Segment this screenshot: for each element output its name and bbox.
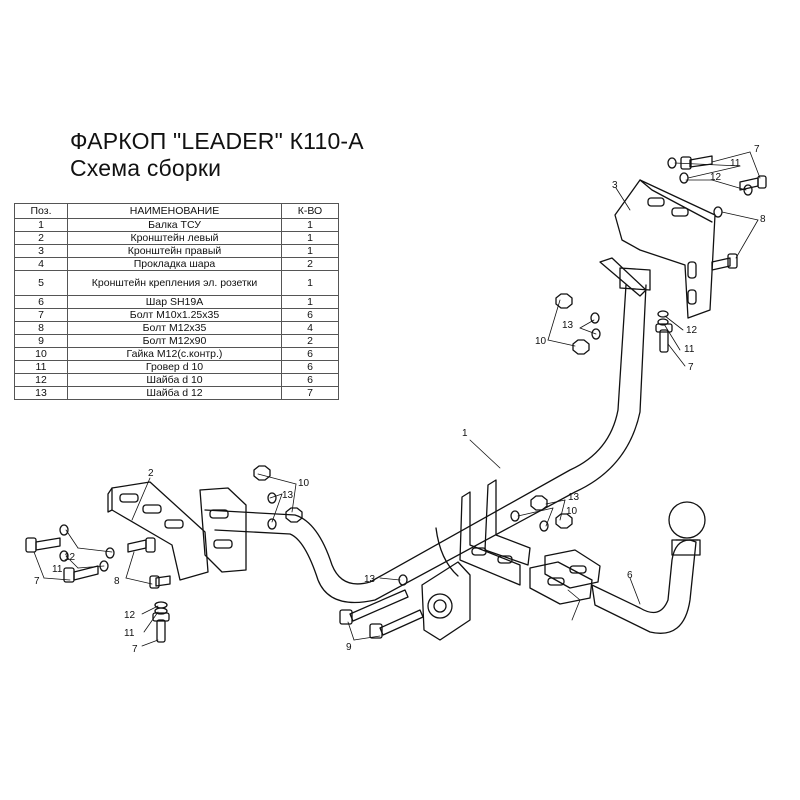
callout-11: 11 (684, 344, 695, 355)
callout-10: 10 (298, 478, 310, 489)
callout-8: 8 (114, 576, 120, 587)
callout-2: 2 (148, 468, 154, 479)
bolts (25, 155, 767, 643)
left-bracket (107, 481, 209, 581)
leader-lines (33, 151, 761, 647)
tow-bar-beam (204, 257, 651, 604)
callout-12: 12 (64, 552, 76, 563)
beam-left-flange (199, 487, 247, 573)
callout-6: 6 (627, 570, 633, 581)
ball-spacer-plates (529, 549, 601, 605)
callout-7: 7 (688, 362, 694, 373)
callout-9: 9 (346, 642, 352, 653)
callout-7: 7 (34, 576, 40, 587)
callout-1: 1 (462, 428, 468, 439)
callout-13: 13 (364, 574, 376, 585)
callout-13: 13 (562, 320, 574, 331)
callout-11: 11 (124, 628, 135, 639)
callout-12: 12 (710, 172, 722, 183)
row-name: Шайба d 12 (67, 386, 282, 400)
title-line-2: Схема сборки (70, 155, 222, 181)
header-pos: Поз. (14, 203, 68, 219)
callout-7: 7 (754, 144, 760, 155)
right-bracket (614, 179, 716, 319)
callout-3: 3 (612, 180, 618, 191)
parts-table-header: Поз. НАИМЕНОВАНИЕ К-ВО (14, 203, 339, 219)
row-name: Кронштейн крепления эл. розетки (67, 270, 282, 296)
row-name: Гровер d 10 (67, 360, 282, 374)
callout-11: 11 (52, 564, 63, 575)
row-name: Кронштейн левый (67, 231, 282, 245)
row-name: Гайка М12(с.контр.) (67, 347, 282, 361)
callout-10: 10 (535, 336, 547, 347)
row-qty: 7 (281, 386, 339, 400)
title-line-1: ФАРКОП "LEADER" К110-А (70, 128, 364, 154)
callout-12: 12 (124, 610, 136, 621)
callout-7: 7 (132, 644, 138, 655)
callout-13: 13 (282, 490, 294, 501)
nuts-washers (59, 157, 753, 615)
callout-13: 13 (568, 492, 580, 503)
callout-12: 12 (686, 325, 698, 336)
ball-mount-plates (459, 479, 531, 586)
callout-8: 8 (760, 214, 766, 225)
callout-10: 10 (566, 506, 578, 517)
tow-ball (591, 501, 706, 634)
drawing-title: ФАРКОП "LEADER" К110-А Схема сборки (70, 128, 364, 182)
callout-11: 11 (730, 158, 741, 169)
socket-bracket (421, 561, 471, 641)
callout-labels: 1 2 3 6 7 11 12 8 12 11 7 13 10 10 13 13… (34, 144, 766, 655)
